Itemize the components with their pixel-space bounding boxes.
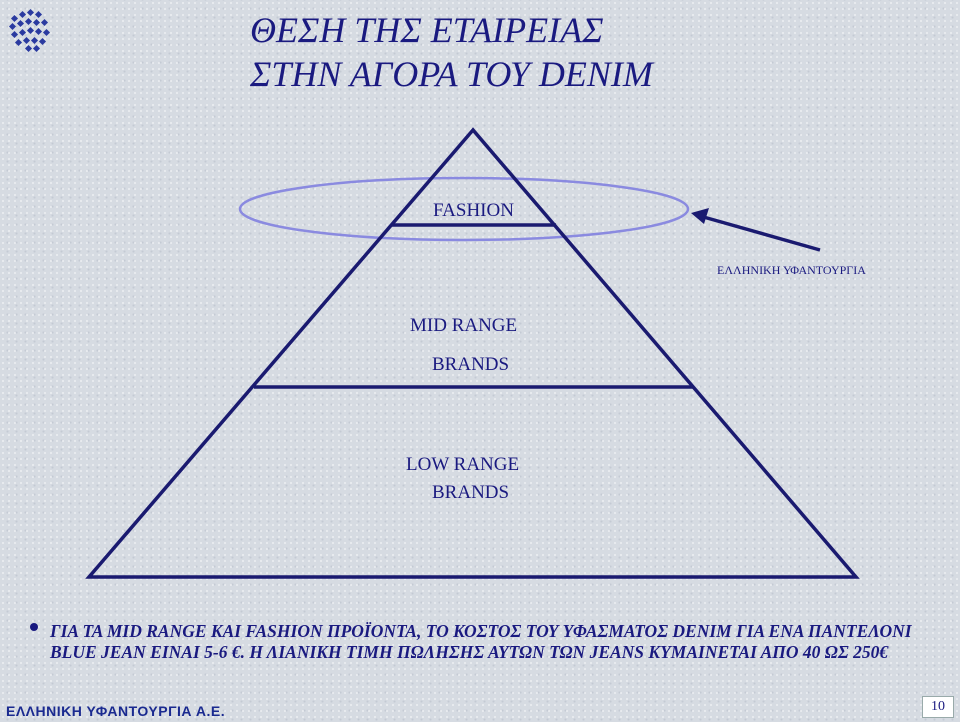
bullet-point: ΓΙΑ ΤΑ MID RANGE ΚΑΙ FASHION ΠΡΟΪΟΝΤΑ, Τ… (30, 621, 930, 663)
slide-title-line2: ΣΤΗΝ ΑΓΟΡΑ ΤΟΥ DENIM (250, 54, 653, 94)
bullet-dot-icon (30, 623, 38, 631)
footer-brand: ΕΛΛΗΝΙΚΗ ΥΦΑΝΤΟΥΡΓΙΑ Α.Ε. (6, 703, 226, 719)
company-label: ΕΛΛΗΝΙΚΗ ΥΦΑΝΤΟΥΡΓΙΑ (717, 263, 866, 277)
company-logo-icon (8, 8, 51, 53)
slide-title: ΘΕΣΗ ΤΗΣ ΕΤΑΙΡΕΙΑΣ ΣΤΗΝ ΑΓΟΡΑ ΤΟΥ DENIM (250, 8, 810, 96)
arrow-pointer-icon (691, 208, 821, 252)
bullet-text: ΓΙΑ ΤΑ MID RANGE ΚΑΙ FASHION ΠΡΟΪΟΝΤΑ, Τ… (50, 621, 912, 662)
tier-label-mid-line2: BRANDS (432, 354, 510, 375)
pyramid-outline (85, 127, 860, 579)
highlight-ellipse (238, 176, 690, 242)
tier-label-low-line2: BRANDS (432, 482, 510, 503)
tier-label-mid-line1: MID RANGE (410, 315, 518, 336)
page-number: 10 (922, 696, 954, 718)
tier-label-fashion: FASHION (433, 200, 514, 221)
slide-title-line1: ΘΕΣΗ ΤΗΣ ΕΤΑΙΡΕΙΑΣ (250, 10, 604, 50)
tier-label-low-line1: LOW RANGE (406, 454, 520, 475)
